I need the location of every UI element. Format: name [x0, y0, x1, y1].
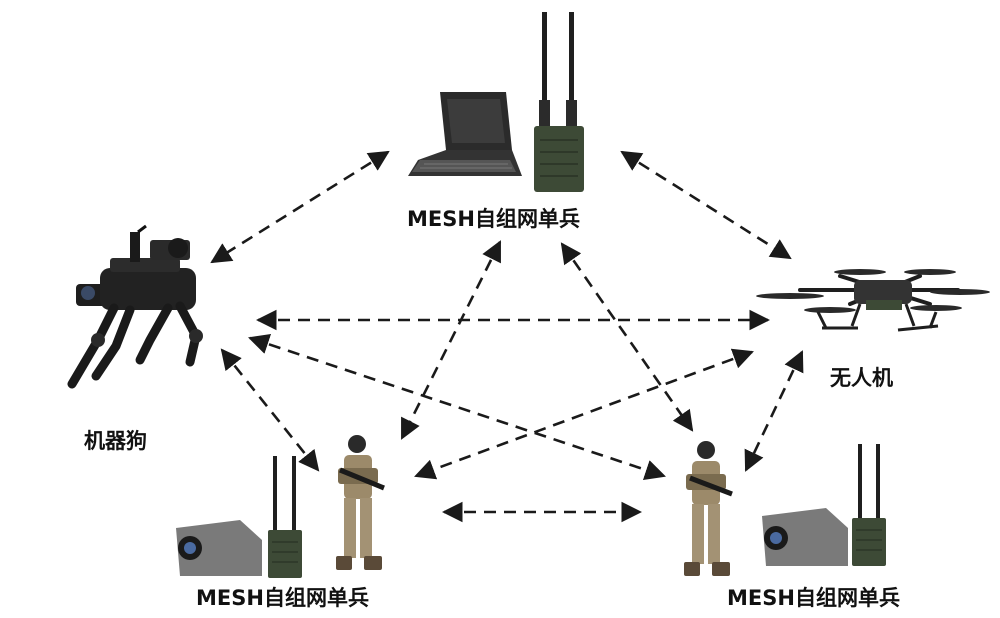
- link-dog-soldier-left: [220, 348, 320, 472]
- camera-icon: [176, 520, 262, 576]
- link-drone-soldier-right: [744, 350, 804, 472]
- link-top-soldier-left: [400, 240, 502, 440]
- laptop-icon: [408, 92, 522, 176]
- drone-node-label: 无人机: [830, 366, 893, 390]
- soldier-icon: [684, 441, 733, 576]
- radio-icon: [268, 456, 302, 578]
- link-top-drone: [620, 150, 792, 260]
- link-top-soldier-right: [560, 242, 694, 432]
- top-node-label: MESH自组网单兵: [407, 207, 580, 231]
- soldier-right-node-label: MESH自组网单兵: [727, 586, 900, 610]
- camera-icon: [762, 508, 848, 566]
- radio-icon: [852, 444, 886, 566]
- radio-icon: [534, 12, 584, 192]
- soldier-left-node-label: MESH自组网单兵: [196, 586, 369, 610]
- drone-icon: [756, 269, 990, 332]
- soldier-icon: [336, 435, 385, 570]
- robot-dog-icon: [67, 224, 203, 389]
- link-dog-soldier-right: [248, 334, 666, 480]
- link-top-dog: [210, 150, 390, 264]
- robot-dog-node-label: 机器狗: [84, 429, 147, 453]
